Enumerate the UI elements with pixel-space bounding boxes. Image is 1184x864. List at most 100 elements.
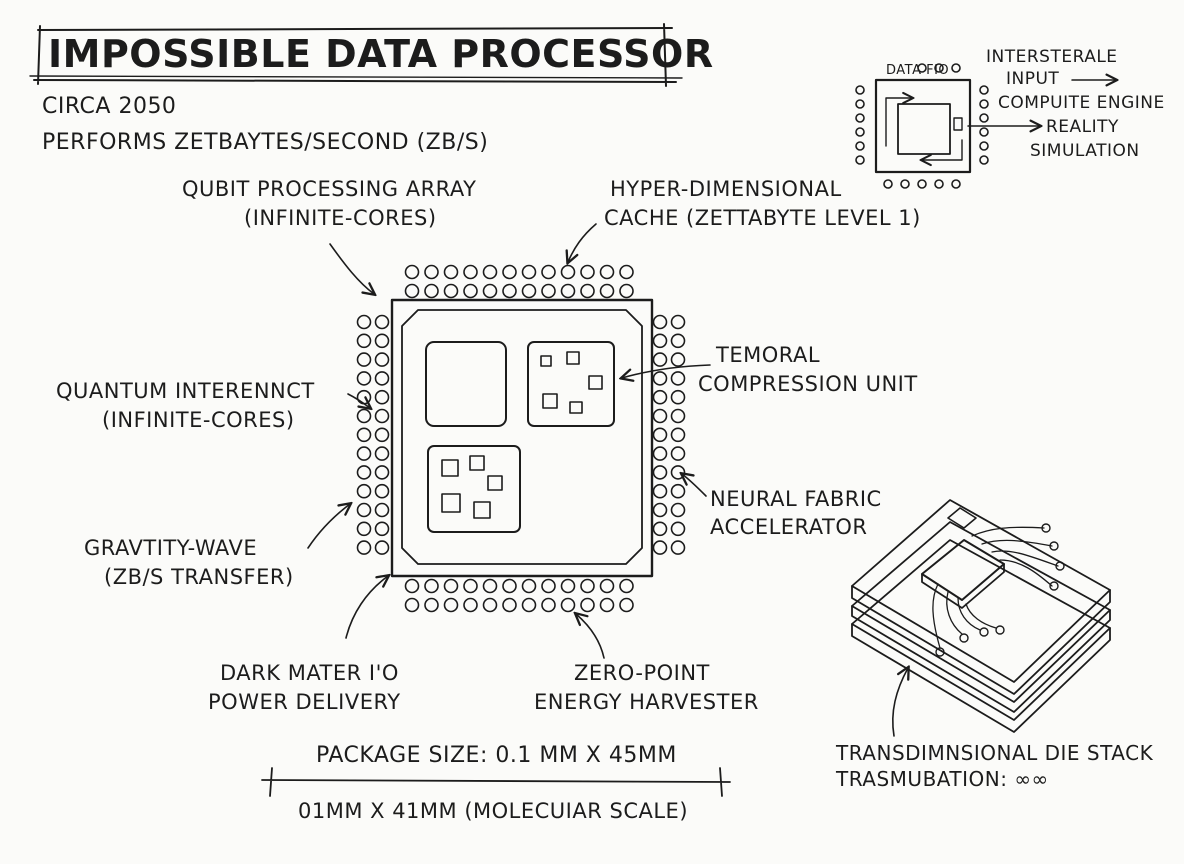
qubit-array-label-line2: (INFINITE-CORES) <box>244 206 437 230</box>
chip-pin <box>652 540 668 555</box>
chip-pin <box>652 427 668 443</box>
dimension-line <box>261 767 731 797</box>
cache-label-line2: CACHE (ZETTABYTE LEVEL 1) <box>604 206 921 230</box>
chip-pin <box>374 314 390 330</box>
inset-chip-pin <box>855 155 865 165</box>
chip-pin <box>443 578 459 594</box>
chip-pin <box>356 352 372 367</box>
chip-pin <box>374 389 390 405</box>
gravity-wave-arrow <box>307 504 350 549</box>
chip-pin <box>424 264 439 280</box>
chip-pin <box>652 483 668 499</box>
chip-pin <box>670 521 686 537</box>
chip-pin <box>619 264 634 280</box>
chip-pin <box>482 578 498 594</box>
chip-pin <box>356 314 372 330</box>
subtitle-date: CIRCA 2050 <box>42 94 176 119</box>
inset-chip-pin <box>855 85 865 95</box>
chip-pin <box>356 371 372 386</box>
chip-pin <box>424 283 439 299</box>
chip-pin <box>374 521 390 537</box>
neural-fabric-arrow <box>682 474 707 497</box>
chip-pin <box>670 352 686 367</box>
die-stack-label-line2: TRASMUBATION: ∞∞ <box>835 767 1049 791</box>
inset-chip-pin <box>979 85 989 95</box>
chip-pin <box>482 264 498 280</box>
chip-pin <box>482 283 498 299</box>
inset-reality-label-line1: REALITY <box>1046 117 1119 137</box>
chip-pin <box>652 408 668 424</box>
dark-matter-arrow <box>345 576 388 639</box>
chip-pin <box>670 389 686 405</box>
temporal-compression-core <box>527 341 615 427</box>
chip-pin <box>521 597 537 613</box>
inset-chip-pin <box>951 179 961 189</box>
chip-pin <box>541 264 556 280</box>
dark-matter-label-line1: DARK MATER I'O <box>220 661 399 685</box>
inset-chip-pin <box>883 179 893 189</box>
chip-pin <box>356 427 372 443</box>
chip-package <box>390 298 654 578</box>
chip-pin <box>670 446 686 461</box>
chip-pin <box>670 465 686 480</box>
inset-chip-pin <box>979 141 989 151</box>
chip-pin <box>670 427 686 443</box>
chip-pin <box>560 597 576 613</box>
chip-pin <box>356 389 372 405</box>
neural-fabric-core <box>427 445 521 533</box>
chip-pin <box>443 597 459 613</box>
chip-pin <box>599 578 615 594</box>
chip-pin <box>463 283 478 299</box>
chip-pin <box>599 597 615 613</box>
subtitle-performance: PERFORMS ZETBAYTES/SECOND (ZB/S) <box>42 130 488 155</box>
chip-pin <box>521 578 537 594</box>
chip-pin <box>443 283 459 299</box>
chip-pin <box>502 578 517 594</box>
molecular-scale-label: 01MM X 41MM (MOLECUIAR SCALE) <box>298 799 688 823</box>
inset-chip-pin <box>917 179 927 189</box>
quantum-interconnect-arrow <box>347 393 370 408</box>
chip-pin <box>356 333 372 349</box>
zero-point-label-line1: ZERO-POINT <box>574 661 710 685</box>
temporal-label-line2: COMPRESSION UNIT <box>698 372 918 396</box>
chip-pin <box>580 597 595 613</box>
inset-chip-pin <box>855 113 865 123</box>
inset-reality-label-line2: SIMULATION <box>1030 141 1140 161</box>
inset-chip-pin <box>855 99 865 109</box>
chip-pin <box>443 264 459 280</box>
qubit-array-label-line1: QUBIT PROCESSING ARRAY <box>182 177 477 201</box>
inset-chip-pin <box>951 63 961 73</box>
qubit-array-arrow <box>329 243 374 294</box>
chip-pin <box>356 408 372 424</box>
gravity-wave-label-line1: GRAVTITY-WAVE <box>84 536 257 560</box>
package-size-label: PACKAGE SIZE: 0.1 MM X 45MM <box>316 743 677 768</box>
inset-chip-pin <box>917 63 927 73</box>
chip-pin <box>502 264 517 280</box>
chip-pin <box>404 597 420 613</box>
chip-pin <box>356 446 372 461</box>
cache-arrow <box>568 223 597 262</box>
inset-input-label: INPUT <box>1006 69 1059 89</box>
chip-pin <box>424 578 439 594</box>
chip-pin <box>374 483 390 499</box>
chip-pin <box>560 578 576 594</box>
qubit-array-core <box>425 341 507 427</box>
chip-pin <box>541 283 556 299</box>
chip-pin <box>404 578 420 594</box>
chip-pin <box>652 446 668 461</box>
chip-pin <box>560 283 576 299</box>
inset-chip-pin <box>855 127 865 137</box>
page-title: IMPOSSIBLE DATA PROCESSOR <box>48 32 714 76</box>
chip-pin <box>652 502 668 518</box>
inset-chip <box>874 78 972 174</box>
chip-pin <box>521 283 537 299</box>
chip-pin <box>424 597 439 613</box>
chip-pin <box>652 333 668 349</box>
chip-pin <box>463 264 478 280</box>
chip-pin <box>502 283 517 299</box>
chip-pin <box>374 465 390 480</box>
chip-pin <box>652 521 668 537</box>
chip-pin <box>670 502 686 518</box>
quantum-interconnect-label-line1: QUANTUM INTERENNCT <box>56 379 315 403</box>
